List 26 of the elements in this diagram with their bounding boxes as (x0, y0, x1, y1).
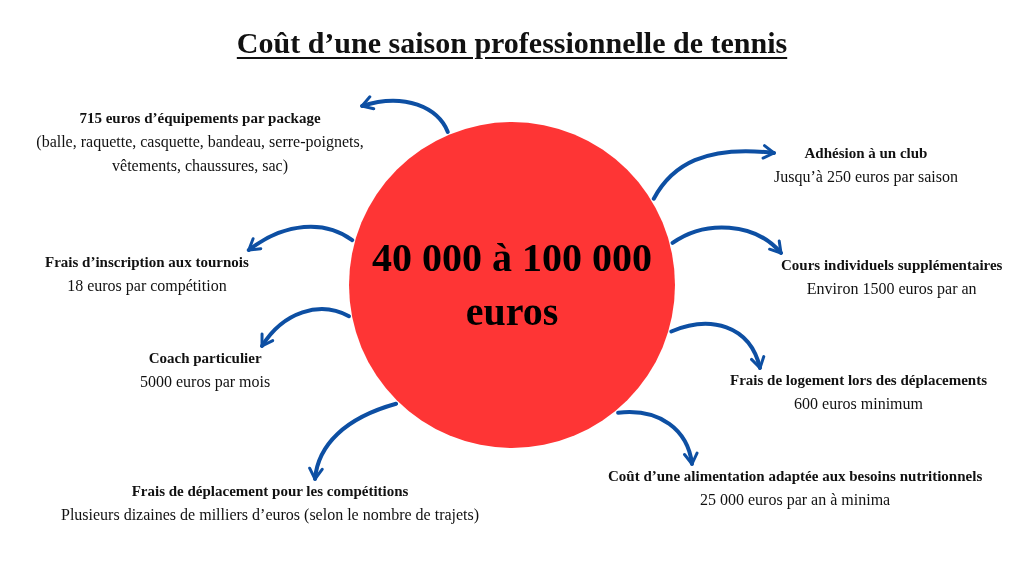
cost-detail: 5000 euros par mois (140, 372, 271, 393)
cost-heading: Frais d’inscription aux tournois (45, 253, 249, 272)
cost-detail: (balle, raquette, casquette, bandeau, serre-poignets, vêtements, chaussures, sac) (35, 132, 365, 177)
cost-heading: Frais de logement lors des déplacements (730, 371, 988, 390)
curved-arrow (669, 322, 765, 370)
curved-arrow (260, 307, 351, 348)
curved-arrow (670, 225, 783, 255)
curved-arrow (246, 224, 355, 252)
title: Coût d’une saison professionnelle de tennis (236, 25, 788, 61)
cost-heading: Frais de déplacement pour les compétitions (131, 482, 409, 501)
curved-arrow (616, 410, 698, 466)
cost-heading: Cours individuels supplémentaires (781, 256, 1003, 275)
cost-heading: 715 euros d’équipements par package (79, 109, 321, 128)
cost-detail: 600 euros minimum (794, 394, 923, 414)
cost-detail: Plusieurs dizaines de milliers d’euros (selon le nombre de trajets) (61, 505, 480, 526)
cost-detail: 18 euros par compétition (67, 276, 227, 297)
total-cost-amount: 40 000 à 100 000 euros (371, 234, 653, 336)
cost-detail: Jusqu’à 250 euros par saison (774, 167, 958, 188)
curved-arrow (651, 144, 776, 201)
curved-arrow (360, 95, 450, 134)
cost-heading: Adhésion à un club (804, 144, 928, 163)
cost-detail: 25 000 euros par an à minima (700, 490, 891, 511)
cost-heading: Coach particulier (148, 349, 262, 368)
cost-heading: Coût d’une alimentation adaptée aux besoins nutritionnels (608, 467, 983, 486)
cost-detail: Environ 1500 euros par an (806, 279, 977, 300)
curved-arrow (308, 401, 399, 481)
